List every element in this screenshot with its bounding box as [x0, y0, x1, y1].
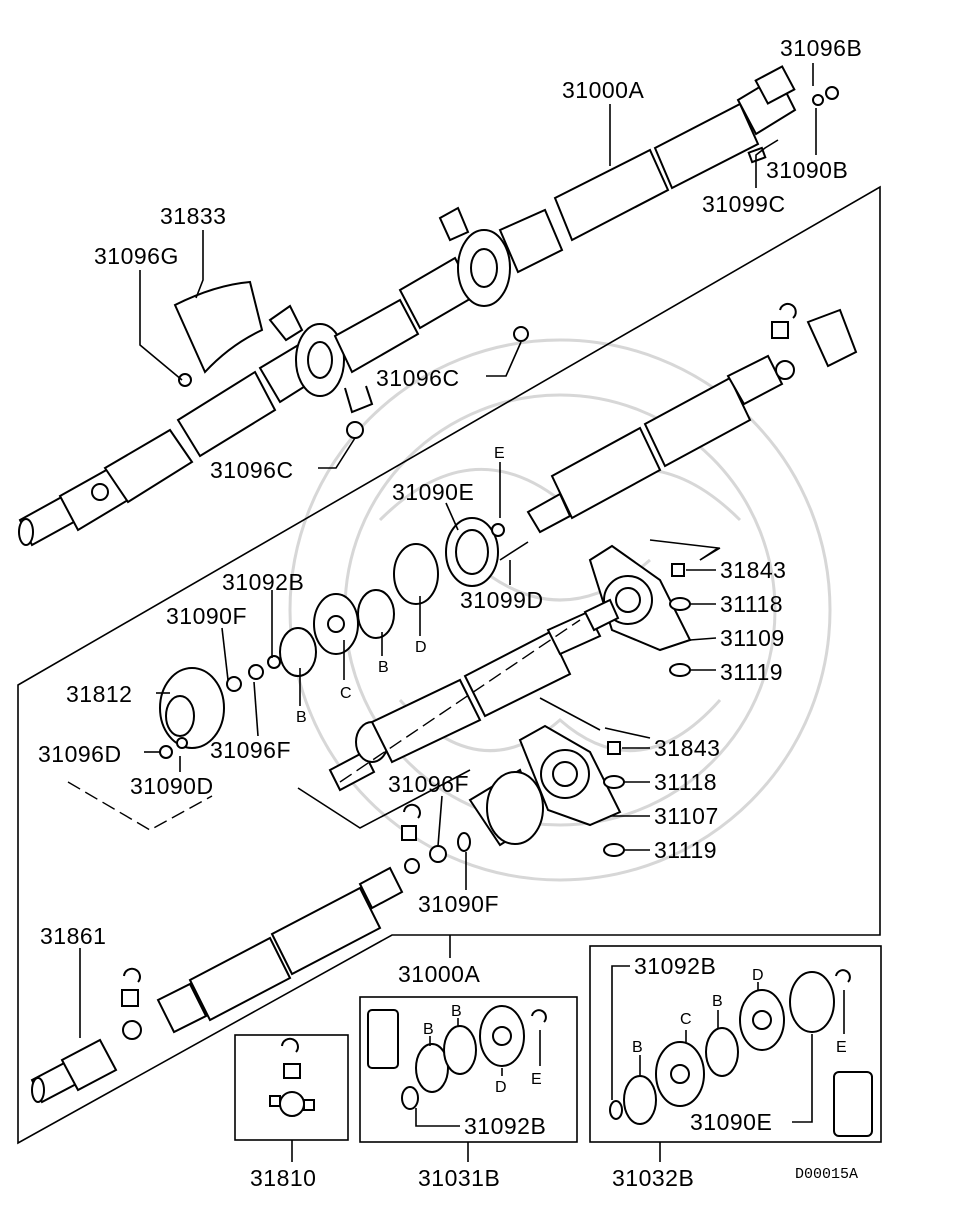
label-31119-b: 31119 [654, 837, 717, 863]
kit-31031b-parts [367, 1005, 547, 1110]
marker-c-k2: C [680, 1011, 692, 1028]
marker-d-k1: D [495, 1079, 507, 1096]
label-31096c-b: 31096C [210, 457, 294, 483]
label-31118-a: 31118 [720, 591, 783, 617]
label-31099c: 31099C [702, 191, 786, 217]
kit-box-31032b [589, 945, 882, 1143]
label-31107: 31107 [654, 803, 719, 829]
label-31109: 31109 [720, 625, 785, 651]
kit-box-31810 [234, 1034, 349, 1141]
label-31833: 31833 [160, 203, 226, 229]
label-31099d: 31099D [460, 587, 544, 613]
flange-group [159, 543, 439, 759]
label-31092b-kit2: 31092B [634, 953, 716, 979]
grouping-lines [67, 539, 721, 831]
label-31000a-bottom: 31000A [398, 961, 480, 987]
marker-b-k1b: B [451, 1003, 462, 1020]
label-31090d: 31090D [130, 773, 214, 799]
top-driveshaft [18, 65, 839, 547]
leader-lines [79, 63, 845, 1162]
label-31843-b: 31843 [654, 735, 720, 761]
label-31032b: 31032B [612, 1165, 694, 1191]
marker-e-mid: E [494, 445, 505, 462]
marker-c-mid: C [340, 685, 352, 702]
label-31096c-a: 31096C [376, 365, 460, 391]
label-31000a-top: 31000A [562, 77, 644, 103]
marker-e-k1: E [531, 1071, 542, 1088]
letter-markers: E B B C D B B D E B C B D E [296, 445, 847, 1096]
assembly-frame [17, 185, 881, 1145]
label-31843-a: 31843 [720, 557, 786, 583]
marker-e-k2: E [836, 1039, 847, 1056]
label-31096f-a: 31096F [210, 737, 291, 763]
label-31090f-a: 31090F [166, 603, 247, 629]
label-31031b: 31031B [418, 1165, 500, 1191]
label-31092b-mid: 31092B [222, 569, 304, 595]
marker-b-k2a: B [632, 1039, 643, 1056]
label-31810: 31810 [250, 1165, 316, 1191]
label-31096d: 31096D [38, 741, 122, 767]
label-31096g: 31096G [94, 243, 179, 269]
marker-b-mid1: B [296, 709, 307, 726]
marker-d-mid: D [415, 639, 427, 656]
bottom-driveshaft [30, 866, 404, 1104]
kit-31032b-parts [609, 969, 873, 1137]
rear-driveshaft-upper [445, 303, 858, 677]
diagram-code: D00015A [795, 1166, 858, 1183]
label-31118-b: 31118 [654, 769, 717, 795]
label-31861: 31861 [40, 923, 106, 949]
label-31090e-kit2: 31090E [690, 1109, 772, 1135]
label-31092b-kit1: 31092B [464, 1113, 546, 1139]
label-31812: 31812 [66, 681, 132, 707]
marker-b-k2b: B [712, 993, 723, 1010]
label-31096b: 31096B [780, 35, 862, 61]
label-31090b: 31090B [766, 157, 848, 183]
callout-labels: 31096B 31000A 31090B 31099C 31833 31096G… [38, 35, 862, 1191]
marker-b-k1a: B [423, 1021, 434, 1038]
marker-d-k2: D [752, 967, 764, 984]
marker-b-mid2: B [378, 659, 389, 676]
center-driveshaft [328, 598, 625, 874]
label-31119-a: 31119 [720, 659, 783, 685]
label-31096f-b: 31096F [388, 771, 469, 797]
label-31090e-mid: 31090E [392, 479, 474, 505]
kit-31810-parts [269, 1037, 315, 1117]
label-31090f-b: 31090F [418, 891, 499, 917]
